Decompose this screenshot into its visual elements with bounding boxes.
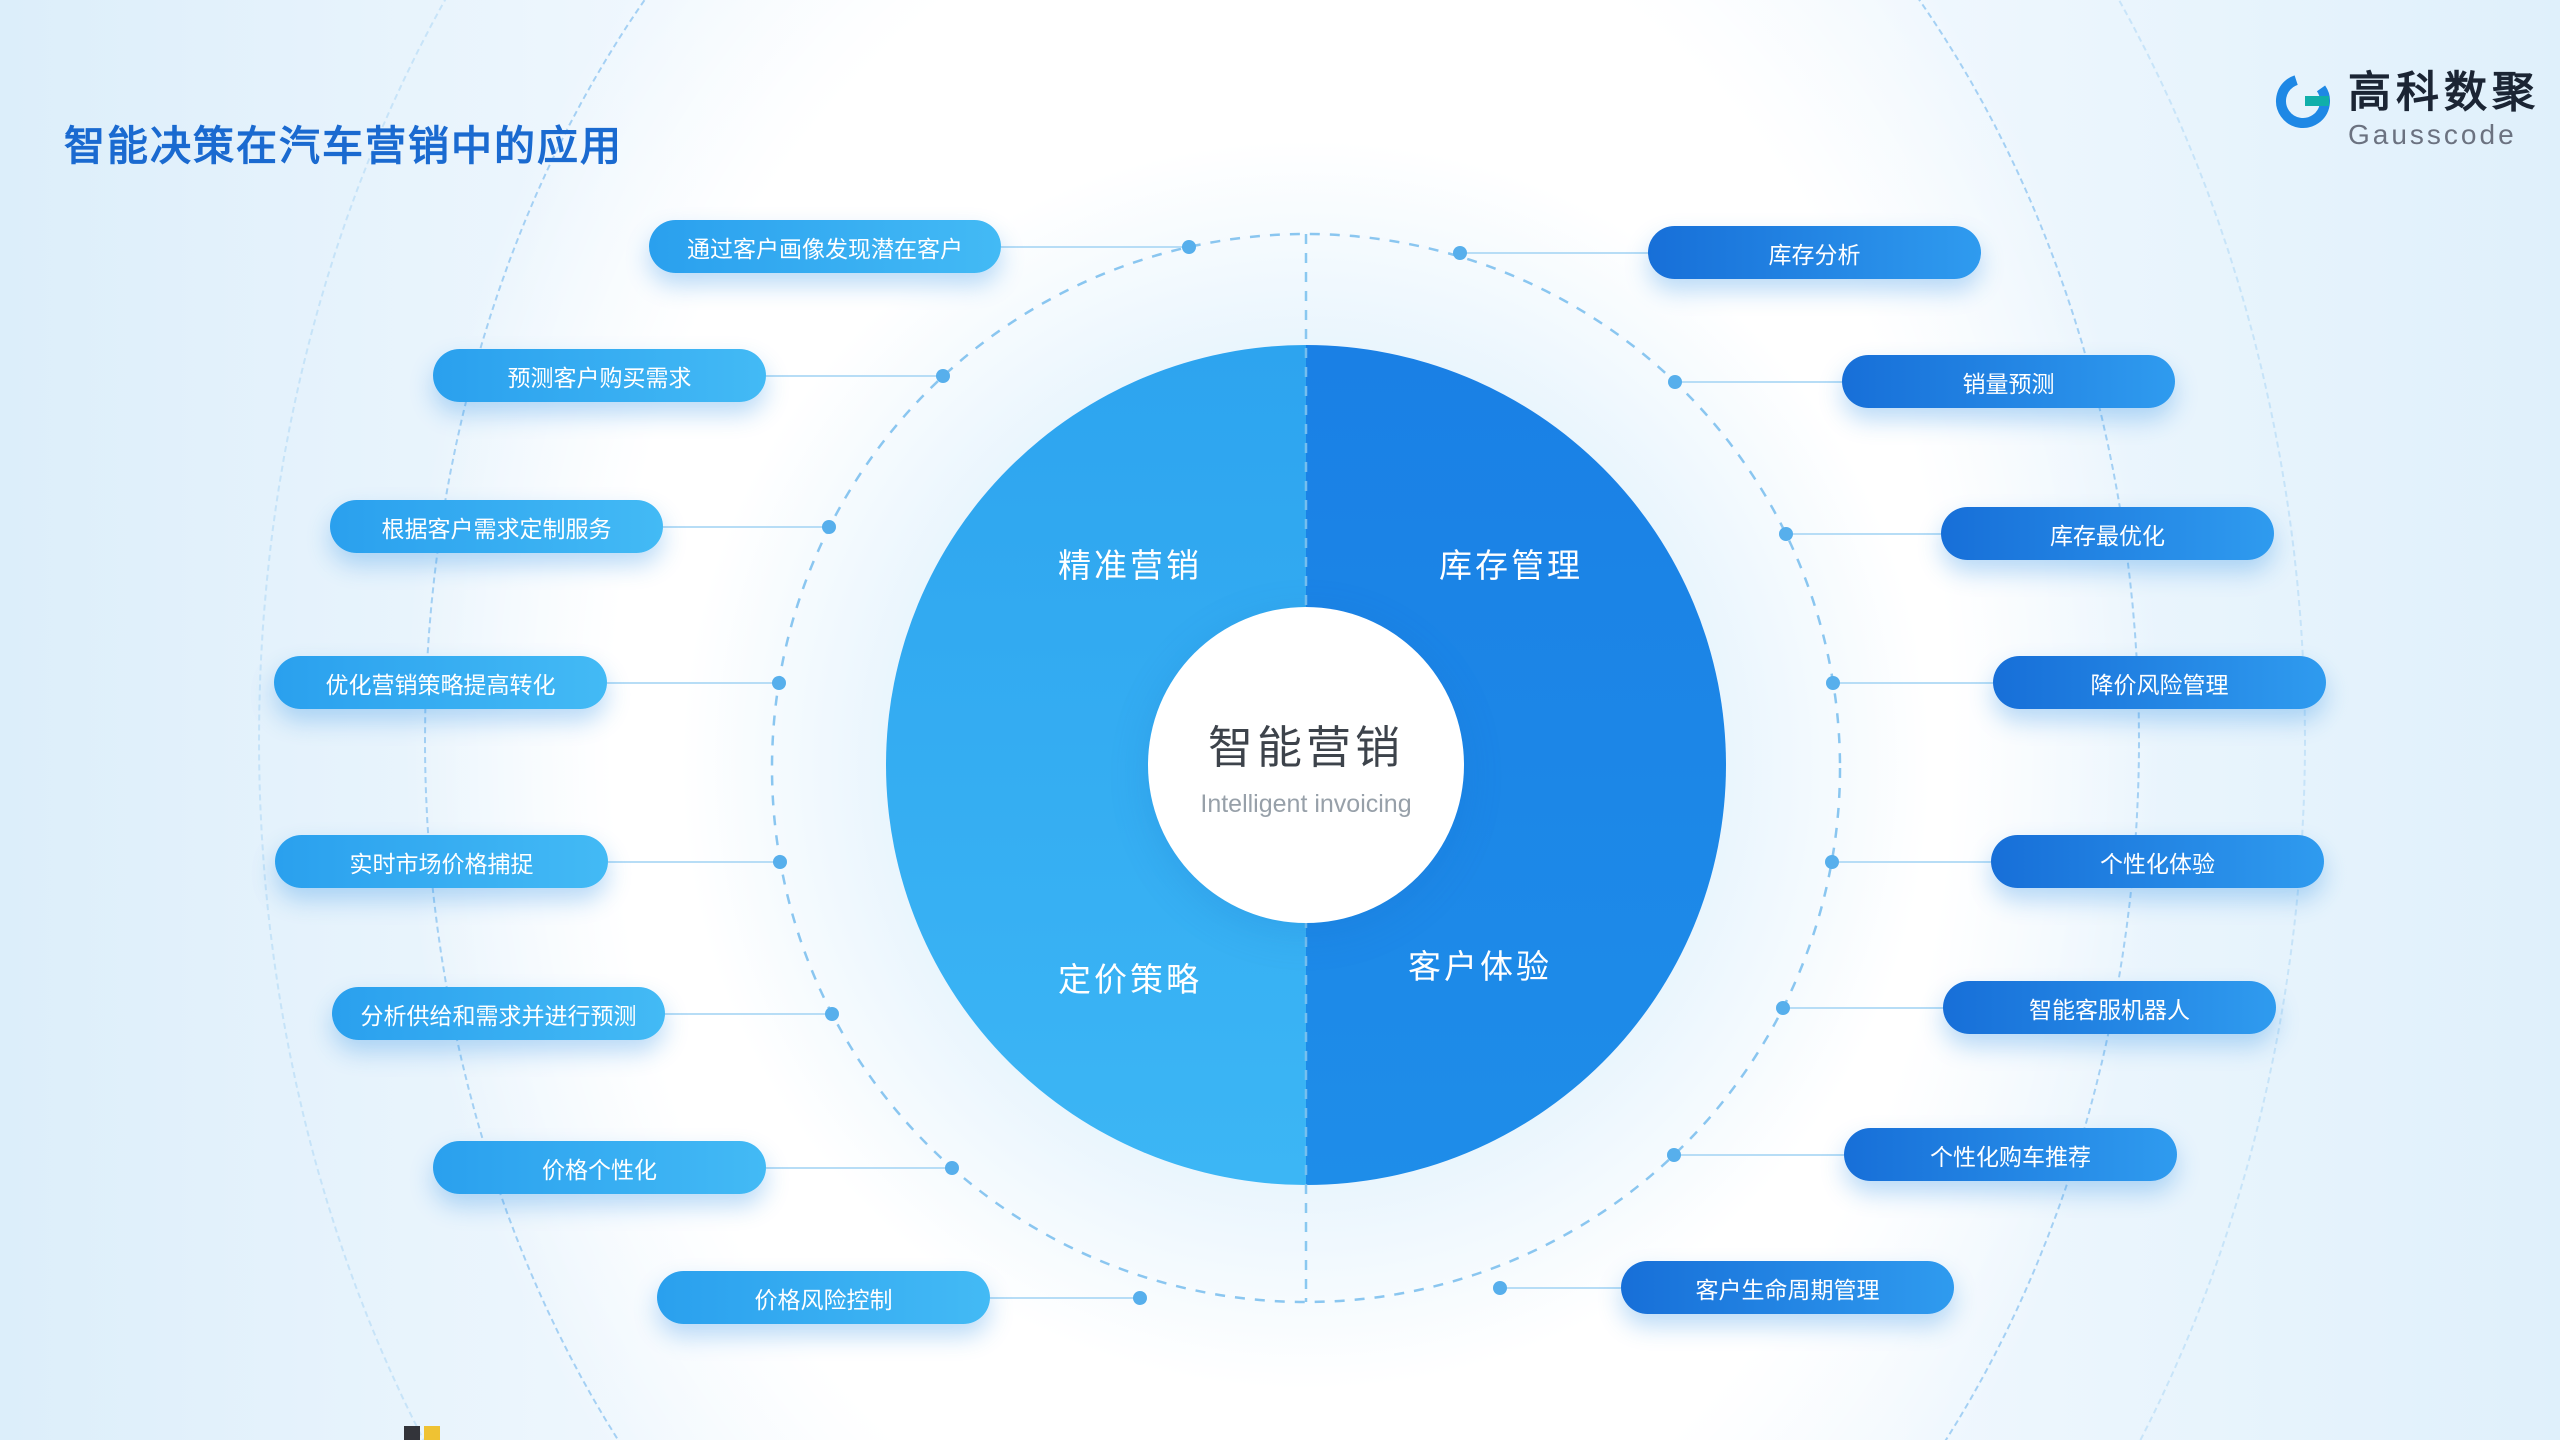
bottom-mark-dark — [404, 1426, 420, 1440]
connector-lines — [607, 246, 1993, 1299]
center-hub: 智能营销 Intelligent invoicing — [1148, 607, 1464, 923]
pill-customer-lifecycle-management: 客户生命周期管理 — [1621, 1261, 1954, 1314]
pill-markdown-risk-management: 降价风险管理 — [1993, 656, 2326, 709]
pill-inventory-analysis: 库存分析 — [1648, 226, 1981, 279]
center-subtitle: Intelligent invoicing — [1200, 790, 1412, 818]
brand-subtitle: Gausscode — [2348, 119, 2517, 151]
pill-personalized-experience: 个性化体验 — [1991, 835, 2324, 888]
pill-optimize-marketing: 优化营销策略提高转化 — [274, 656, 607, 709]
brand-text: 高科数聚 Gausscode — [2348, 69, 2540, 151]
connector-dots — [772, 240, 1840, 1305]
pill-ai-service-robot: 智能客服机器人 — [1943, 981, 2276, 1034]
pill-customized-services: 根据客户需求定制服务 — [330, 500, 663, 553]
bottom-left-marks — [404, 1426, 440, 1440]
quadrant-label-precision-marketing: 精准营销 — [1058, 547, 1202, 584]
page-title: 智能决策在汽车营销中的应用 — [64, 123, 623, 169]
brand-name: 高科数聚 — [2348, 69, 2540, 117]
pill-price-personalization: 价格个性化 — [433, 1141, 766, 1194]
brand-logo: 高科数聚 Gausscode — [2272, 69, 2540, 151]
quadrant-label-pricing-strategy: 定价策略 — [1058, 961, 1202, 998]
pill-inventory-optimization: 库存最优化 — [1941, 507, 2274, 560]
pill-price-risk-control: 价格风险控制 — [657, 1271, 990, 1324]
bottom-mark-yellow — [424, 1426, 440, 1440]
quadrant-label-inventory-management: 库存管理 — [1439, 547, 1583, 584]
pill-discover-potential-customers: 通过客户画像发现潜在客户 — [649, 220, 1001, 273]
pill-supply-demand-forecast: 分析供给和需求并进行预测 — [332, 987, 665, 1040]
pill-personalized-car-recommendation: 个性化购车推荐 — [1844, 1128, 2177, 1181]
pill-sales-forecast: 销量预测 — [1842, 355, 2175, 408]
center-title: 智能营销 — [1207, 722, 1404, 773]
dashed-orbit-circle — [770, 232, 1842, 1304]
pill-predict-purchase-demand: 预测客户购买需求 — [433, 349, 766, 402]
gausscode-logo-icon — [2276, 74, 2330, 128]
pill-realtime-price-capture: 实时市场价格捕捉 — [275, 835, 608, 888]
quadrant-label-customer-experience: 客户体验 — [1408, 948, 1552, 985]
